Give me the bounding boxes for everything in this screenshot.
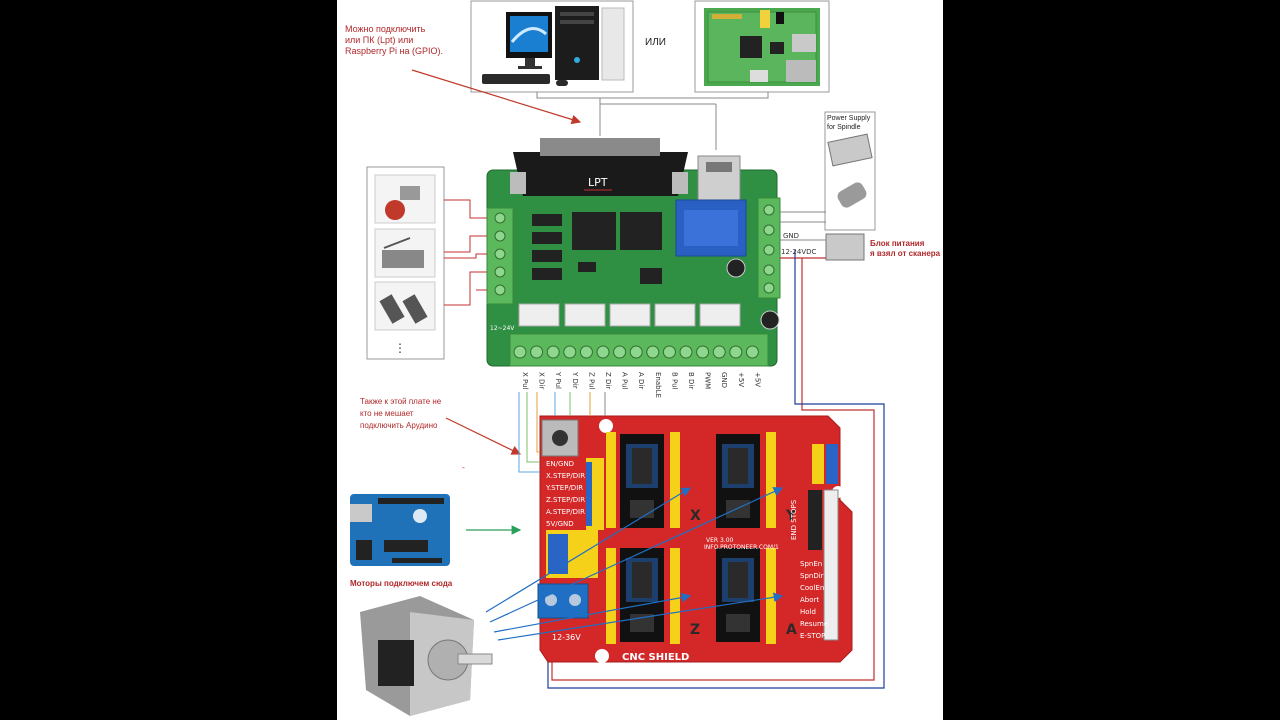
shield-right-label: SpnEn — [800, 560, 822, 568]
breakout-board — [486, 138, 781, 367]
spindle-wires — [780, 211, 826, 241]
shield-right-label: Resume — [800, 620, 828, 628]
sensors-panel: ⋮ — [366, 166, 445, 360]
bob-pin-label: EnabLE — [654, 372, 662, 398]
arduino-uno-image — [350, 494, 450, 566]
spindle-power-image — [824, 111, 876, 261]
arduino-note: Также к этой плате не кто не мешает подк… — [360, 397, 442, 430]
shield-left-label: EN/GND — [546, 460, 574, 468]
shield-right-label: Hold — [800, 608, 816, 616]
shield-right-label: SpnDir — [800, 572, 824, 580]
stepper-driver — [716, 434, 760, 528]
lpt-arrow — [411, 69, 582, 125]
bob-pin-label: PWM — [704, 372, 712, 389]
shield-left-label: X.STEP/DIR — [546, 472, 585, 480]
bob-pin-label: X Dir — [538, 372, 546, 389]
stepper-motor-image — [360, 596, 493, 716]
bob-pin-label: Z Pul — [587, 372, 595, 390]
shield-left-label: A.STEP/DIR — [546, 508, 585, 516]
motor-wires — [485, 487, 784, 641]
shield-right-label: Abort — [800, 596, 819, 604]
shield-right-label: E-STOP — [800, 632, 825, 640]
lpt-label: LPT — [588, 176, 608, 189]
gnd-label: GND — [783, 232, 799, 240]
pc-computer-image — [470, 0, 634, 93]
estop-button-image — [385, 200, 405, 220]
sensor-wires — [444, 199, 487, 306]
shield-left-labels: EN/GND X.STEP/DIR Y.STEP/DIR Z.STEP/DIR A.ST… — [545, 460, 585, 528]
axis-x-label: X — [690, 508, 701, 524]
limit-switch-image — [382, 250, 424, 268]
psu-scanner-note: Блок питания я взял от сканера — [870, 239, 941, 258]
power-supply-spindle-label: Power Supply for Spindle — [827, 115, 871, 131]
bob-pin-label: Y Dir — [571, 371, 579, 389]
shield-left-label: 5V/GND — [546, 520, 574, 528]
vdc-label: 12-24VDC — [781, 248, 817, 256]
svg-text:⋮: ⋮ — [394, 341, 406, 355]
shield-right-label: CoolEn — [800, 584, 824, 592]
bob-pin-label: +5V — [737, 372, 745, 387]
bob-pin-label: A Pul — [621, 372, 629, 390]
pc-or-rpi-note: Можно подключить или ПК (Lpt) или Raspbe… — [345, 24, 443, 56]
raspberry-pi-image — [694, 0, 830, 93]
bob-input-label: 12~24V — [490, 325, 515, 332]
stepper-driver — [716, 548, 760, 642]
stepper-driver — [620, 434, 664, 528]
bob-pin-labels: X Pul X Dir Y Pul Y Dir Z Pul Z Dir A Pul A Dir… — [521, 371, 761, 398]
input-connection-lines — [536, 92, 769, 150]
motors-here-note: Моторы подключем сюда — [350, 579, 453, 588]
db25-connector — [513, 152, 688, 196]
bob-pin-label: B Dir — [687, 372, 695, 389]
shield-left-label: Z.STEP/DIR — [546, 496, 585, 504]
end-stops-label: END STOPS — [790, 499, 798, 540]
axis-a-label: A — [786, 622, 797, 638]
stepper-driver — [620, 548, 664, 642]
bob-pin-label: B Pul — [670, 372, 678, 390]
arduino-arrow — [445, 417, 522, 455]
axis-z-label: Z — [690, 622, 700, 638]
signal-wires — [518, 392, 606, 473]
bob-pin-label: Y Pul — [554, 371, 562, 389]
bob-pin-label: GND — [720, 372, 728, 388]
bob-pin-label: X Pul — [521, 372, 529, 390]
shield-title: CNC SHIELD — [622, 652, 689, 663]
bob-pin-label: A Dir — [637, 372, 645, 389]
svg-text:-: - — [462, 463, 465, 472]
bob-pin-label: Z Dir — [604, 372, 612, 389]
proximity-sensor-image — [379, 294, 405, 324]
axis-y-label: Y — [785, 508, 797, 524]
shield-left-label: Y.STEP/DIR — [545, 484, 583, 492]
or-label: ИЛИ — [645, 37, 666, 48]
shield-power-label: 12-36V — [552, 633, 581, 642]
bob-pin-label: +5V — [753, 372, 761, 387]
